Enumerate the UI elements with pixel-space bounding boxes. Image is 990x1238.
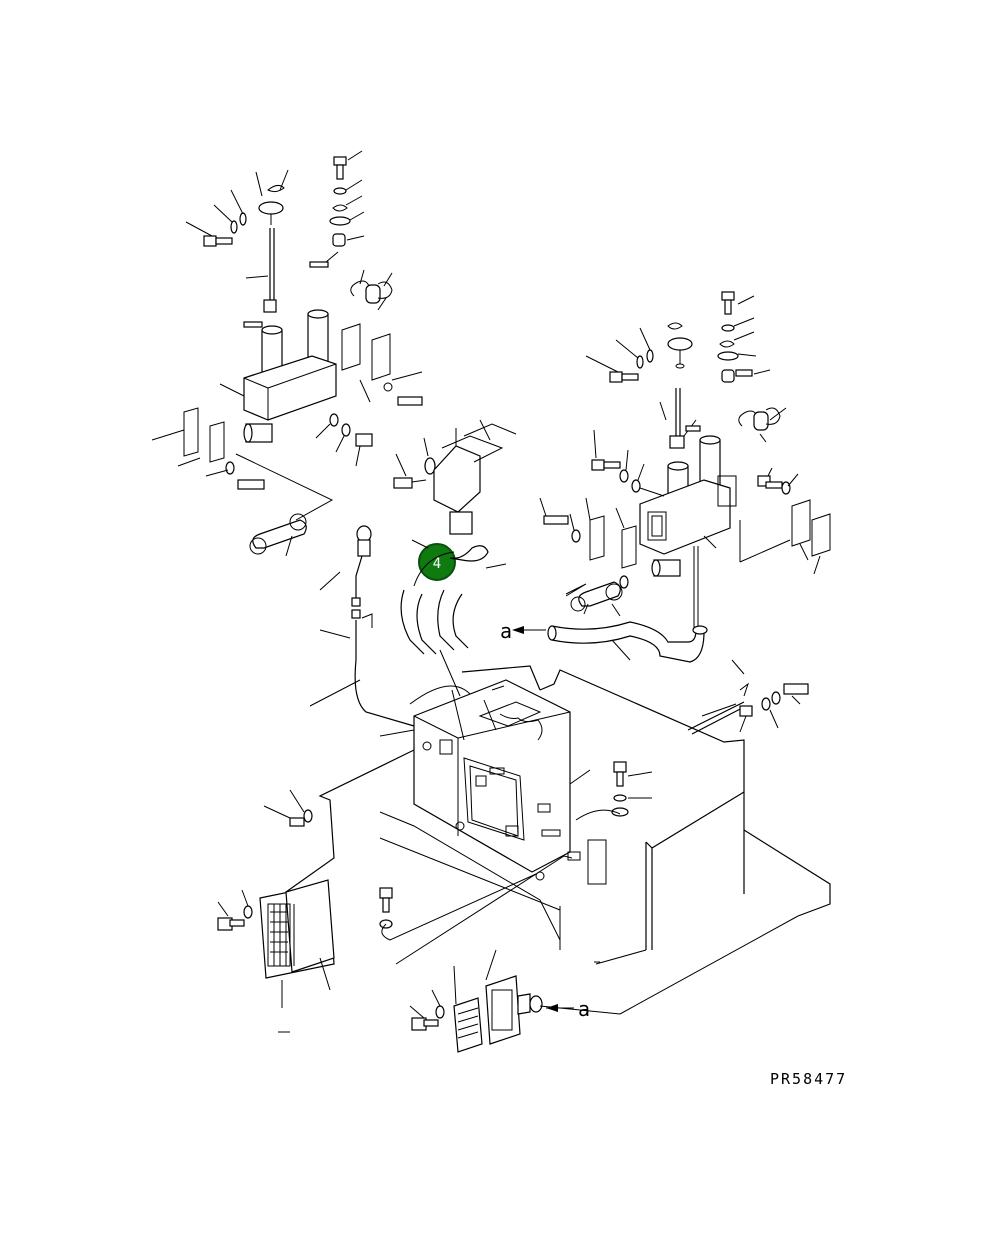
bolt-center-lower — [379, 873, 537, 941]
center-duct-assembly — [393, 419, 517, 535]
callout-number: 4 — [433, 556, 441, 572]
duct-hoses — [400, 539, 507, 697]
clamps-upper-left — [341, 269, 423, 406]
console-cable — [263, 749, 415, 893]
rod-right — [687, 659, 809, 735]
bolt-washers-left — [185, 189, 247, 247]
right-valve-assembly — [539, 291, 831, 628]
pins-left — [243, 251, 339, 328]
long-hose-upper: a — [500, 619, 708, 663]
hose-clamp-left — [235, 453, 334, 557]
leader-lines — [395, 689, 573, 965]
bolt-stack-left — [329, 150, 365, 247]
ref-mark-lower: a — [578, 997, 590, 1021]
bolt-mid-left — [315, 413, 373, 467]
figure-code: PR58477 — [770, 1070, 847, 1088]
callout-badge[interactable]: 4 — [418, 543, 456, 581]
bracket-left — [151, 407, 265, 490]
lower-duct: a — [409, 949, 621, 1053]
vent-grille-left — [217, 879, 335, 1033]
ref-mark-upper: a — [500, 619, 512, 643]
left-valve-assembly — [151, 150, 423, 557]
cap-left — [255, 169, 289, 225]
valve-body-left — [219, 309, 337, 443]
bolts-console-right — [575, 761, 653, 821]
switch-cable — [319, 525, 415, 727]
heater-console — [309, 665, 831, 1015]
